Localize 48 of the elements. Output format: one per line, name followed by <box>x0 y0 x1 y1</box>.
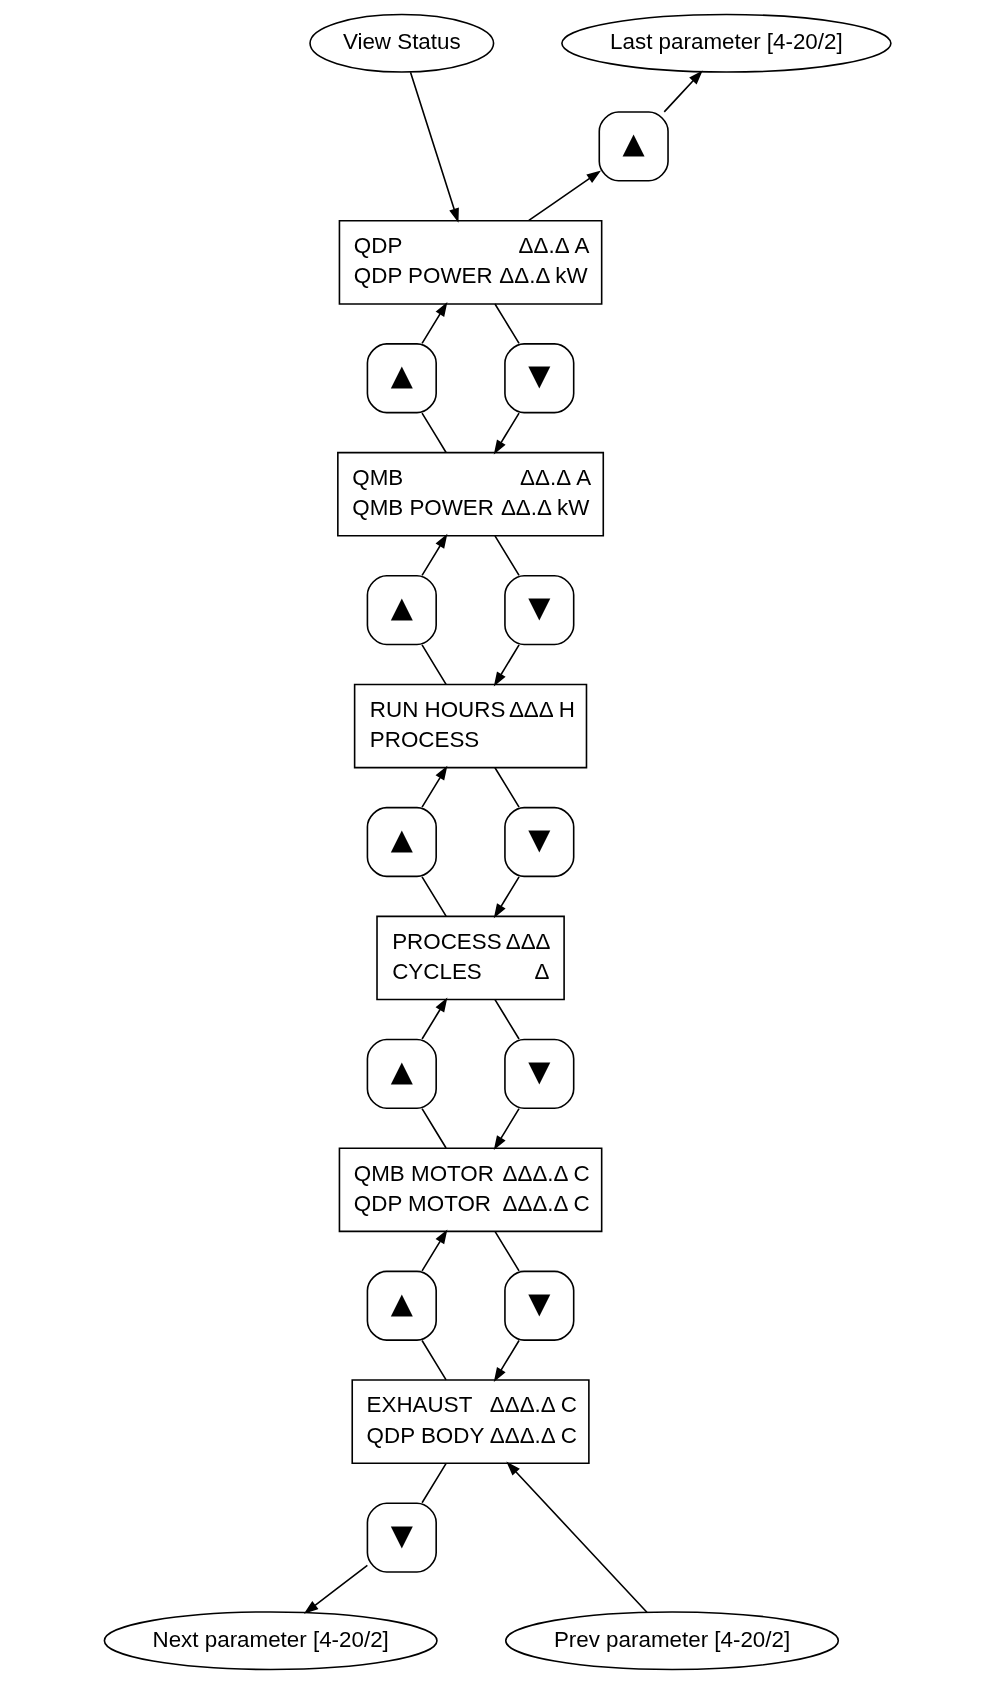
connector <box>494 1230 520 1272</box>
connector <box>421 1107 447 1149</box>
node-box: QDP ΔΔ.Δ A QDP POWER ΔΔ.Δ kW <box>338 220 603 305</box>
node-box: ▲ <box>366 806 437 878</box>
node-box: ▲ <box>366 574 437 646</box>
node-box: ▼ <box>504 1038 575 1110</box>
arrow <box>493 412 520 455</box>
connector <box>421 1462 447 1504</box>
node-box: ▼ <box>504 806 575 878</box>
node-box: QMB MOTOR ΔΔΔ.Δ C QDP MOTOR ΔΔΔ.Δ C <box>338 1147 603 1233</box>
arrow <box>493 876 520 919</box>
node-box: ▼ <box>366 1502 437 1573</box>
arrow <box>493 644 520 687</box>
node-box: QMB ΔΔ.Δ A QMB POWER ΔΔ.Δ kW <box>337 451 605 537</box>
node-box: ▼ <box>504 343 575 414</box>
arrow <box>303 1564 369 1614</box>
arrow <box>506 1461 648 1613</box>
node-ellipse: View Status <box>309 13 495 73</box>
connector <box>421 412 447 454</box>
node-ellipse: Last parameter [4-20/2] <box>561 13 892 73</box>
arrow <box>493 1107 520 1151</box>
connector <box>421 644 447 686</box>
connector <box>494 998 520 1040</box>
arrow <box>421 533 448 577</box>
node-box: EXHAUST ΔΔΔ.Δ C QDP BODY ΔΔΔ.Δ C <box>351 1379 590 1464</box>
connector <box>421 876 447 917</box>
arrow <box>421 997 448 1040</box>
node-box: ▲ <box>598 111 669 182</box>
arrow <box>421 765 448 808</box>
node-ellipse: Next parameter [4-20/2] <box>103 1611 438 1671</box>
arrow <box>663 70 703 113</box>
connector <box>494 535 520 577</box>
node-box: ▲ <box>366 1038 437 1110</box>
node-box: PROCESS ΔΔΔ CYCLES Δ <box>376 915 565 1001</box>
arrow <box>528 170 602 222</box>
node-box: ▼ <box>504 574 575 646</box>
node-ellipse: Prev parameter [4-20/2] <box>504 1611 840 1671</box>
node-box: RUN HOURS ΔΔΔ H PROCESS <box>353 683 588 769</box>
connector <box>494 303 520 345</box>
connector <box>494 766 520 808</box>
node-box: ▲ <box>366 1270 437 1341</box>
node-box: ▲ <box>366 343 437 414</box>
node-box: ▼ <box>504 1270 575 1341</box>
arrow <box>421 301 448 345</box>
connector <box>421 1339 447 1381</box>
arrow <box>409 71 459 223</box>
arrow <box>421 1229 448 1272</box>
arrow <box>493 1339 520 1382</box>
